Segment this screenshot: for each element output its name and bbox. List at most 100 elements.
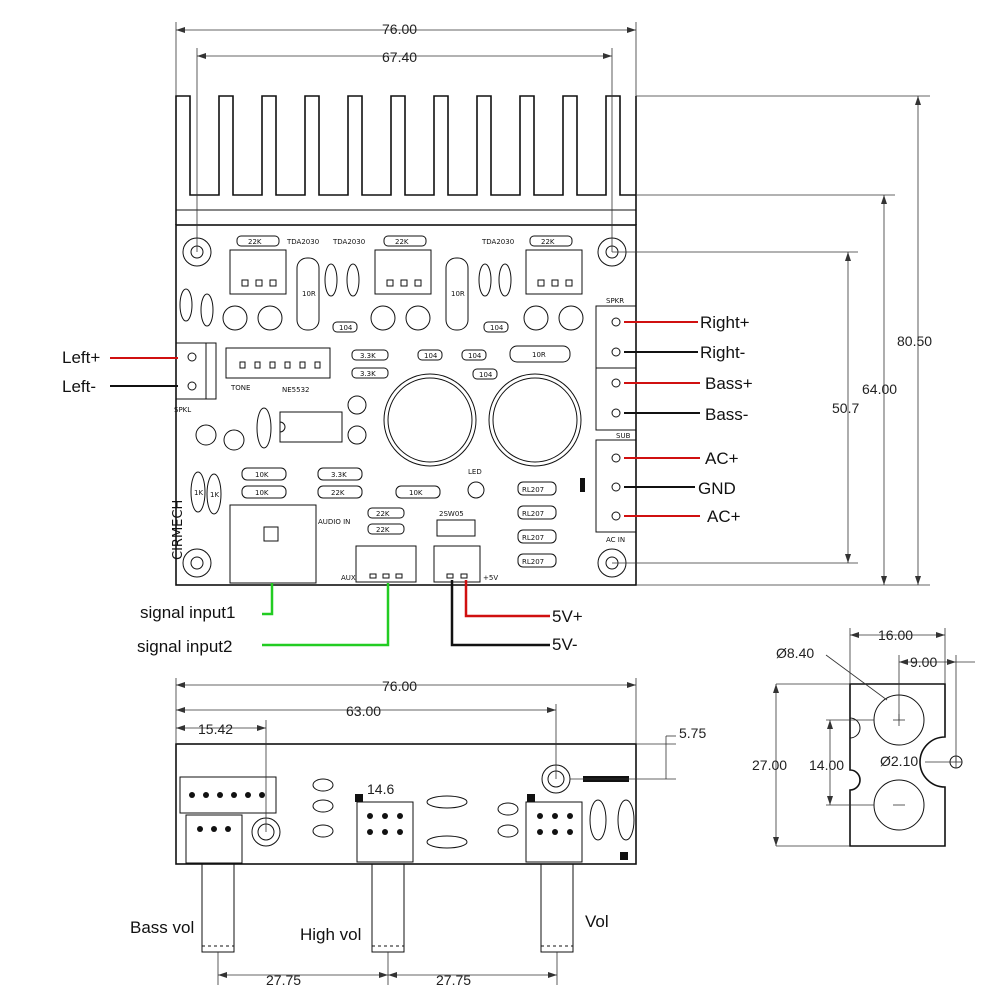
resistor-10r-v1: 10R bbox=[296, 257, 320, 331]
dim-front-27-75: 27.75 27.75 bbox=[217, 952, 558, 988]
svg-text:Left-: Left- bbox=[62, 377, 96, 396]
silk-spkl: SPKL bbox=[174, 406, 191, 414]
svg-text:76.00: 76.00 bbox=[382, 21, 417, 37]
wire-ac-plus-2: AC+ bbox=[624, 507, 741, 526]
svg-text:22K: 22K bbox=[248, 238, 262, 246]
bracket-hole-bottom bbox=[873, 779, 925, 831]
svg-text:22K: 22K bbox=[541, 238, 555, 246]
label-vol: Vol bbox=[585, 912, 609, 931]
svg-text:+5V: +5V bbox=[483, 574, 498, 582]
resistor-10r-v2: 10R bbox=[445, 257, 469, 331]
resistor-22k-3: 22K bbox=[529, 235, 573, 247]
resistor-10r-h: 10R bbox=[509, 345, 571, 363]
dim-76-top: 76.00 bbox=[175, 21, 637, 96]
svg-text:signal input1: signal input1 bbox=[140, 603, 235, 622]
svg-text:9.00: 9.00 bbox=[910, 654, 937, 670]
svg-text:Bass-: Bass- bbox=[705, 405, 748, 424]
svg-text:signal input2: signal input2 bbox=[137, 637, 232, 656]
svg-text:RL207: RL207 bbox=[522, 558, 544, 566]
dim-front-63: 63.00 bbox=[176, 703, 557, 779]
wire-gnd: GND bbox=[624, 479, 736, 498]
tda-label-3: TDA2030 bbox=[481, 238, 514, 246]
wire-right-minus: Right- bbox=[624, 343, 745, 362]
pcb-outline bbox=[175, 224, 637, 586]
dim-front-76: 76.00 bbox=[175, 678, 637, 744]
dim-bracket-hole-large: Ø8.40 bbox=[776, 645, 888, 701]
connector-speaker-right: SPKR SUB bbox=[595, 297, 637, 440]
svg-text:104: 104 bbox=[424, 352, 438, 360]
front-small-parts bbox=[312, 778, 635, 860]
pot-middle bbox=[374, 249, 432, 295]
svg-text:80.50: 80.50 bbox=[897, 333, 932, 349]
svg-text:104: 104 bbox=[490, 324, 504, 332]
capacitor-large-left bbox=[383, 373, 477, 467]
capacitor-large-right bbox=[488, 373, 582, 467]
svg-text:GND: GND bbox=[698, 479, 736, 498]
dim-bracket-hole-small: Ø2.10 bbox=[880, 753, 950, 769]
svg-text:AC IN: AC IN bbox=[606, 536, 625, 544]
svg-text:SPKR: SPKR bbox=[606, 297, 624, 305]
wire-5v-minus: 5V- bbox=[450, 580, 578, 654]
svg-text:Left+: Left+ bbox=[62, 348, 100, 367]
dim-front-5-75: 5.75 bbox=[570, 725, 706, 780]
svg-text:5V-: 5V- bbox=[552, 635, 578, 654]
svg-text:3.3K: 3.3K bbox=[360, 370, 376, 378]
svg-text:64.00: 64.00 bbox=[862, 381, 897, 397]
svg-text:RL207: RL207 bbox=[522, 486, 544, 494]
svg-text:3.3K: 3.3K bbox=[331, 471, 347, 479]
front-board bbox=[175, 743, 637, 865]
diodes-rl207: RL207 RL207 RL207 RL207 bbox=[517, 478, 585, 568]
svg-text:10R: 10R bbox=[302, 290, 316, 298]
svg-text:63.00: 63.00 bbox=[346, 703, 381, 719]
dim-67-40: 67.40 bbox=[196, 48, 613, 252]
resistor-10k-group: 10K 10K 3.3K 22K 10K 22K 22K bbox=[241, 467, 441, 535]
svg-text:67.40: 67.40 bbox=[382, 49, 417, 65]
svg-text:10K: 10K bbox=[255, 471, 269, 479]
svg-text:Ø2.10: Ø2.10 bbox=[880, 753, 918, 769]
svg-text:Bass+: Bass+ bbox=[705, 374, 753, 393]
svg-text:RL207: RL207 bbox=[522, 534, 544, 542]
svg-text:1K: 1K bbox=[210, 491, 219, 499]
tda-label-1: TDA2030 bbox=[286, 238, 319, 246]
label-high-vol: High vol bbox=[300, 925, 361, 944]
mounting-hole-bl bbox=[182, 548, 212, 578]
dim-bracket-27: 27.00 bbox=[752, 683, 850, 847]
svg-text:AUDIO IN: AUDIO IN bbox=[318, 518, 350, 526]
svg-text:TONE: TONE bbox=[230, 384, 250, 392]
svg-text:10R: 10R bbox=[451, 290, 465, 298]
connector-ac-in: AC IN bbox=[595, 439, 637, 544]
silk-brand: CIRMECH bbox=[171, 500, 186, 560]
svg-text:10K: 10K bbox=[255, 489, 269, 497]
pot-left bbox=[229, 249, 287, 295]
svg-text:27.75: 27.75 bbox=[266, 972, 301, 988]
shaft-high bbox=[371, 863, 405, 953]
svg-text:14.00: 14.00 bbox=[809, 757, 844, 773]
wire-ac-plus-1: AC+ bbox=[624, 449, 739, 468]
wire-signal-input1: signal input1 bbox=[140, 583, 274, 622]
resistor-22k-1: 22K bbox=[236, 235, 280, 247]
bracket-outline bbox=[849, 683, 946, 847]
wire-5v-plus: 5V+ bbox=[464, 580, 583, 626]
resistor-1k-group: 1K 1K bbox=[190, 407, 272, 515]
svg-text:27.00: 27.00 bbox=[752, 757, 787, 773]
svg-text:Ø8.40: Ø8.40 bbox=[776, 645, 814, 661]
wire-bass-plus: Bass+ bbox=[624, 374, 753, 393]
svg-text:22K: 22K bbox=[376, 510, 390, 518]
svg-text:RL207: RL207 bbox=[522, 510, 544, 518]
dim-80-50: 80.50 bbox=[636, 95, 932, 586]
heatsink bbox=[175, 95, 637, 225]
resistor-22k-2: 22K bbox=[383, 235, 427, 247]
front-pot-high bbox=[356, 801, 414, 863]
dim-front-14-6: 14.6 bbox=[367, 781, 394, 797]
wire-bass-minus: Bass- bbox=[624, 405, 748, 424]
dim-bracket-14: 14.00 bbox=[809, 719, 874, 806]
svg-text:5.75: 5.75 bbox=[679, 725, 706, 741]
front-pot-bass bbox=[185, 814, 243, 864]
connector-5v: +5V 2SW05 bbox=[433, 510, 498, 583]
svg-text:10K: 10K bbox=[409, 489, 423, 497]
resistor-small-group bbox=[179, 263, 512, 327]
svg-text:Right+: Right+ bbox=[700, 313, 750, 332]
dim-bracket-16: 16.00 bbox=[849, 627, 946, 684]
svg-text:76.00: 76.00 bbox=[382, 678, 417, 694]
